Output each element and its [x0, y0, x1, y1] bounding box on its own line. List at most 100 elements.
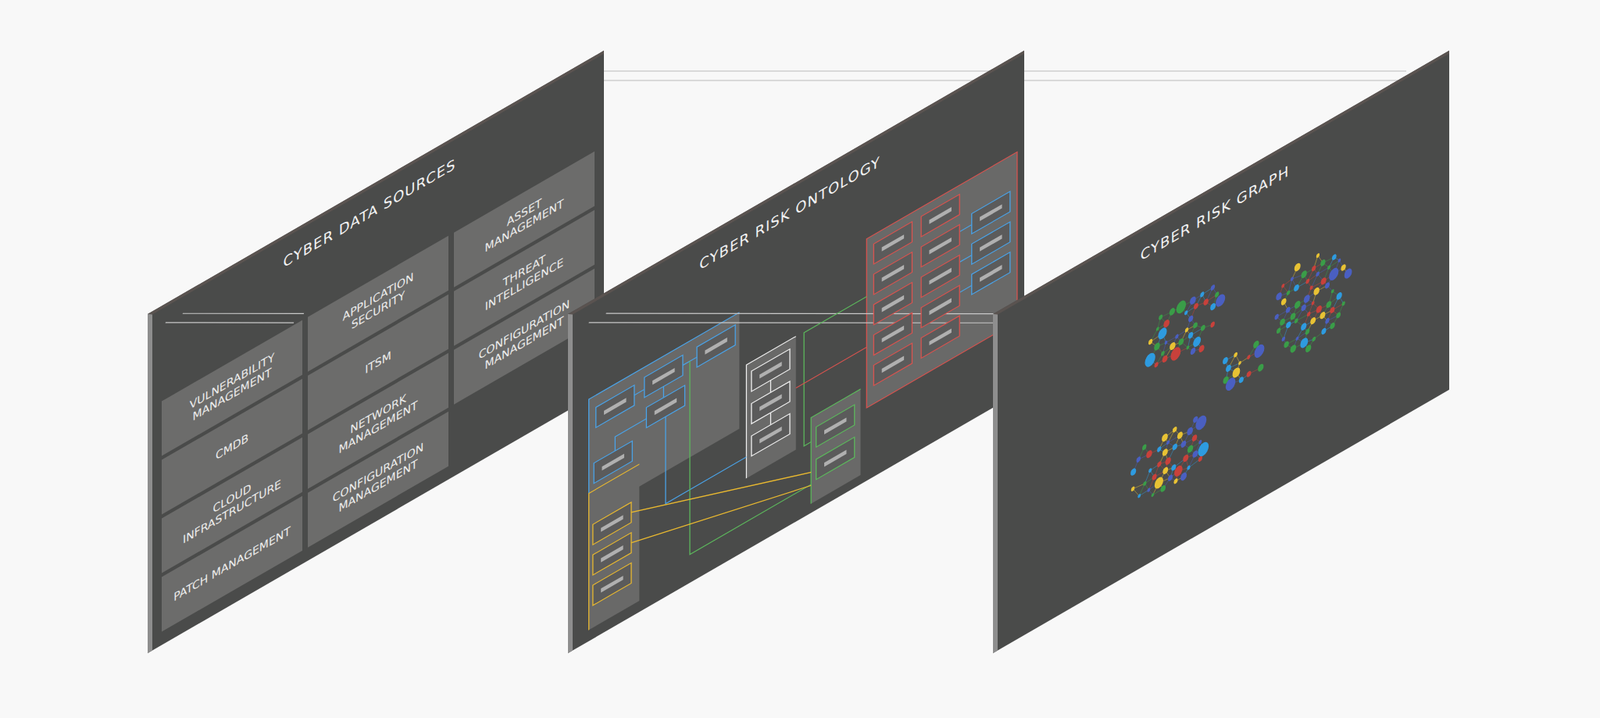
graph-node: [1144, 350, 1155, 370]
graph-node: [1186, 464, 1190, 472]
graph-link: [1296, 313, 1309, 322]
graph-node: [1199, 343, 1205, 354]
relation-line: [959, 225, 972, 293]
group-outline: [589, 464, 640, 630]
class-bar: [603, 397, 626, 415]
graph-link: [1132, 482, 1145, 491]
graph-node: [1300, 321, 1307, 333]
graph-node: [1200, 290, 1204, 298]
graph-node: [1192, 335, 1201, 350]
class-bar: [979, 264, 1002, 283]
graph-node: [1195, 413, 1207, 433]
layer-panel: CYBER RISK GRAPH: [992, 50, 1450, 654]
source-label: CMDB: [215, 430, 249, 463]
class-bar: [759, 426, 782, 444]
graph-node: [1198, 455, 1203, 463]
graph-node: [1305, 343, 1311, 354]
graph-node: [1146, 449, 1153, 460]
graph-node: [1164, 339, 1168, 345]
graph-node: [1344, 266, 1353, 280]
graph-node: [1160, 350, 1165, 357]
class-box: [592, 563, 632, 606]
graph-node: [1185, 326, 1190, 333]
connector-line: [603, 70, 1022, 72]
graph-node: [1163, 317, 1170, 329]
guide-line: [606, 89, 996, 539]
class-bar: [979, 234, 1002, 252]
graph-node: [1246, 370, 1252, 379]
graph-node: [1180, 471, 1187, 483]
graph-node: [1177, 430, 1183, 440]
panel-heading: CYBER RISK ONTOLOGY: [699, 152, 880, 274]
graph-node: [1167, 473, 1173, 483]
graph-node: [1192, 449, 1198, 459]
class-box: [596, 385, 635, 428]
graph-node: [1146, 487, 1150, 493]
class-bar: [759, 393, 782, 411]
graph-node: [1131, 485, 1136, 493]
panel-heading: CYBER RISK GRAPH: [1140, 161, 1290, 265]
graph-node: [1329, 321, 1335, 330]
class-box: [971, 252, 1011, 295]
graph-node: [1311, 264, 1316, 273]
graph-node: [1281, 296, 1287, 307]
graph-node: [1328, 265, 1339, 283]
graph-node: [1210, 301, 1216, 311]
graph-node: [1274, 313, 1279, 322]
class-box: [816, 436, 855, 479]
graph-node: [1170, 344, 1181, 363]
class-bar: [601, 453, 624, 472]
graph-node: [1184, 309, 1188, 316]
graph-node: [1188, 314, 1193, 323]
graph-node: [1197, 439, 1209, 459]
relation-line: [631, 408, 811, 590]
graph-node: [1142, 442, 1147, 451]
graph-node: [1305, 278, 1310, 286]
graph-node: [1210, 320, 1215, 329]
graph-node: [1192, 433, 1198, 443]
graph-node: [1187, 443, 1193, 454]
group-outline: [810, 389, 861, 504]
graph-node: [1338, 257, 1342, 264]
class-box: [873, 342, 912, 386]
relation-line: [689, 291, 811, 555]
graph-node: [1290, 343, 1297, 354]
graph-node: [1175, 333, 1179, 340]
graph-node: [1152, 472, 1158, 482]
class-bar: [600, 575, 623, 593]
graph-node: [1282, 335, 1286, 343]
graph-node: [1148, 338, 1153, 347]
class-box: [921, 315, 960, 358]
graph-node: [1290, 311, 1297, 322]
graph-node: [1275, 291, 1283, 302]
graph-node: [1300, 303, 1306, 313]
graph-node: [1186, 425, 1193, 437]
graph-node: [1215, 292, 1225, 310]
graph-node: [1315, 271, 1320, 278]
graph-node: [1190, 346, 1197, 357]
graph-node: [1303, 293, 1311, 305]
graph-node: [1321, 276, 1327, 287]
graph-node: [1309, 285, 1313, 291]
graph-node: [1158, 314, 1163, 322]
graph-node: [1172, 425, 1178, 434]
graph-node: [1320, 258, 1325, 268]
class-bar: [824, 450, 847, 468]
graph-node: [1286, 289, 1291, 297]
graph-node: [1335, 310, 1341, 319]
layer-panel: CYBER DATA SOURCESVULNERABILITY MANAGEME…: [147, 50, 604, 654]
graph-node: [1200, 324, 1206, 333]
graph-node: [1325, 317, 1330, 325]
graph-node: [1153, 341, 1160, 352]
graph-node: [1290, 275, 1294, 282]
graph-node: [1182, 453, 1189, 463]
graph-node: [1162, 447, 1168, 458]
class-box: [751, 414, 790, 457]
graph-node: [1225, 363, 1232, 373]
class-bar: [652, 367, 675, 386]
graph-node: [1222, 356, 1229, 366]
graph-node: [1186, 345, 1190, 351]
class-box: [646, 385, 685, 428]
graph-node: [1157, 325, 1167, 342]
graph-node: [1225, 375, 1236, 393]
